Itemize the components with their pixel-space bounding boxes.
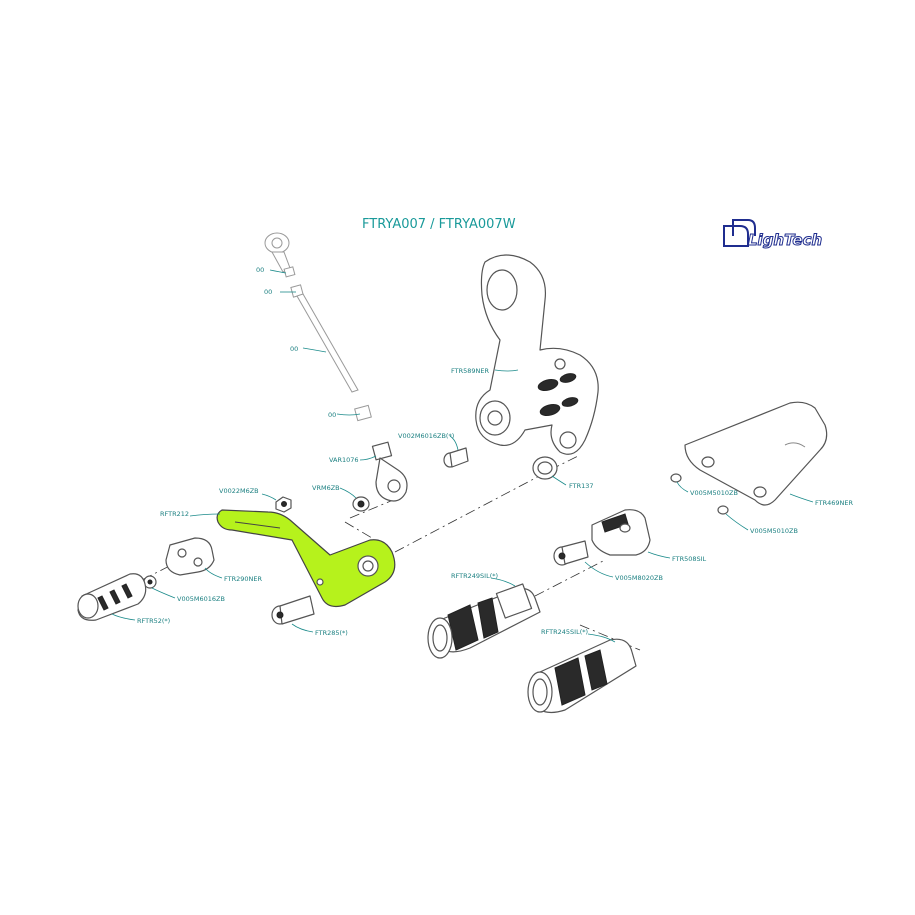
leader-screw-8020 [584, 561, 614, 578]
label-rod-1: 00 [256, 266, 264, 274]
label-peg-245: RFTR245SIL(*) [541, 628, 588, 636]
label-ftr285: FTR285(*) [315, 629, 348, 637]
screw-heel-1 [670, 473, 682, 483]
label-rftr52: RFTR52(*) [137, 617, 170, 625]
axis-line-vrm [349, 497, 399, 519]
main-bracket [475, 254, 599, 455]
leader-rod-3 [302, 347, 327, 353]
leader-rod-1 [269, 269, 287, 274]
toe-peg-rftr52 [77, 573, 147, 621]
axis-line-main [394, 472, 546, 553]
washer-ftr137 [532, 456, 558, 480]
label-rod-2: 00 [264, 288, 272, 296]
label-bracket: FTR589NER [451, 367, 489, 375]
leader-ftr285 [291, 623, 314, 633]
label-lever: RFTR212 [160, 510, 189, 518]
bolt-ftr285 [271, 595, 315, 625]
leader-screw-heel-2 [725, 513, 749, 531]
label-screw-heel-1: V005M5010ZB [690, 489, 738, 497]
label-var: VAR1076 [329, 456, 359, 464]
leader-vrm [339, 487, 357, 499]
footpeg-rftr249sil [427, 583, 541, 659]
leader-var [359, 455, 377, 461]
label-peg-249: RFTR249SIL(*) [451, 572, 498, 580]
label-ftr290: FTR290NER [224, 575, 262, 583]
leader-peg-249 [490, 577, 516, 587]
washer-vrm6zb [352, 496, 370, 512]
leader-bracket [494, 369, 519, 372]
logo-text: LighTech [748, 231, 822, 249]
leader-ftr290 [204, 567, 223, 579]
axis-line-connect [344, 521, 373, 539]
shift-rod-ghost [264, 232, 372, 422]
footpeg-rftr245sil [527, 638, 637, 713]
label-screw-heel-2: V005M5010ZB [750, 527, 798, 535]
lightech-logo: LighTech [723, 219, 823, 250]
axis-line-peg [534, 559, 606, 597]
leader-heel [789, 493, 814, 503]
leader-screw-6016 [151, 587, 176, 599]
leader-screw-top [449, 435, 459, 451]
rod-end-var1076 [371, 441, 408, 502]
nut-v0022m6zb [275, 496, 292, 513]
label-vrm: VRM6ZB [312, 484, 340, 492]
gear-lever-highlight [216, 509, 396, 608]
screw-heel-2 [717, 505, 729, 515]
leader-nut [261, 493, 277, 501]
label-screw-8020: V005M8020ZB [615, 574, 663, 582]
heel-guard [684, 401, 828, 506]
leader-peg-245 [587, 633, 616, 643]
label-nut: V0022M6ZB [219, 487, 259, 495]
leader-rod-4 [336, 413, 361, 416]
label-ftr508: FTR508SIL [672, 555, 707, 563]
leader-ftr137 [551, 475, 567, 486]
plate-ftr508sil [591, 509, 651, 556]
label-screw-top: V002M6016ZB(*) [398, 432, 454, 440]
plate-ftr290ner [165, 537, 215, 576]
screw-top [443, 447, 469, 468]
label-heel: FTR469NER [815, 499, 853, 507]
leader-screw-heel-1 [676, 481, 689, 493]
leader-rftr52 [111, 613, 136, 621]
label-rod-3: 00 [290, 345, 298, 353]
screw-v005m8020zb [553, 540, 589, 566]
leader-ftr508 [647, 551, 671, 559]
label-ftr137: FTR137 [569, 482, 594, 490]
leader-lever [189, 513, 221, 517]
label-screw-6016: V005M6016ZB [177, 595, 225, 603]
label-rod-4: 00 [328, 411, 336, 419]
diagram-title: FTRYA007 / FTRYA007W [362, 217, 516, 232]
